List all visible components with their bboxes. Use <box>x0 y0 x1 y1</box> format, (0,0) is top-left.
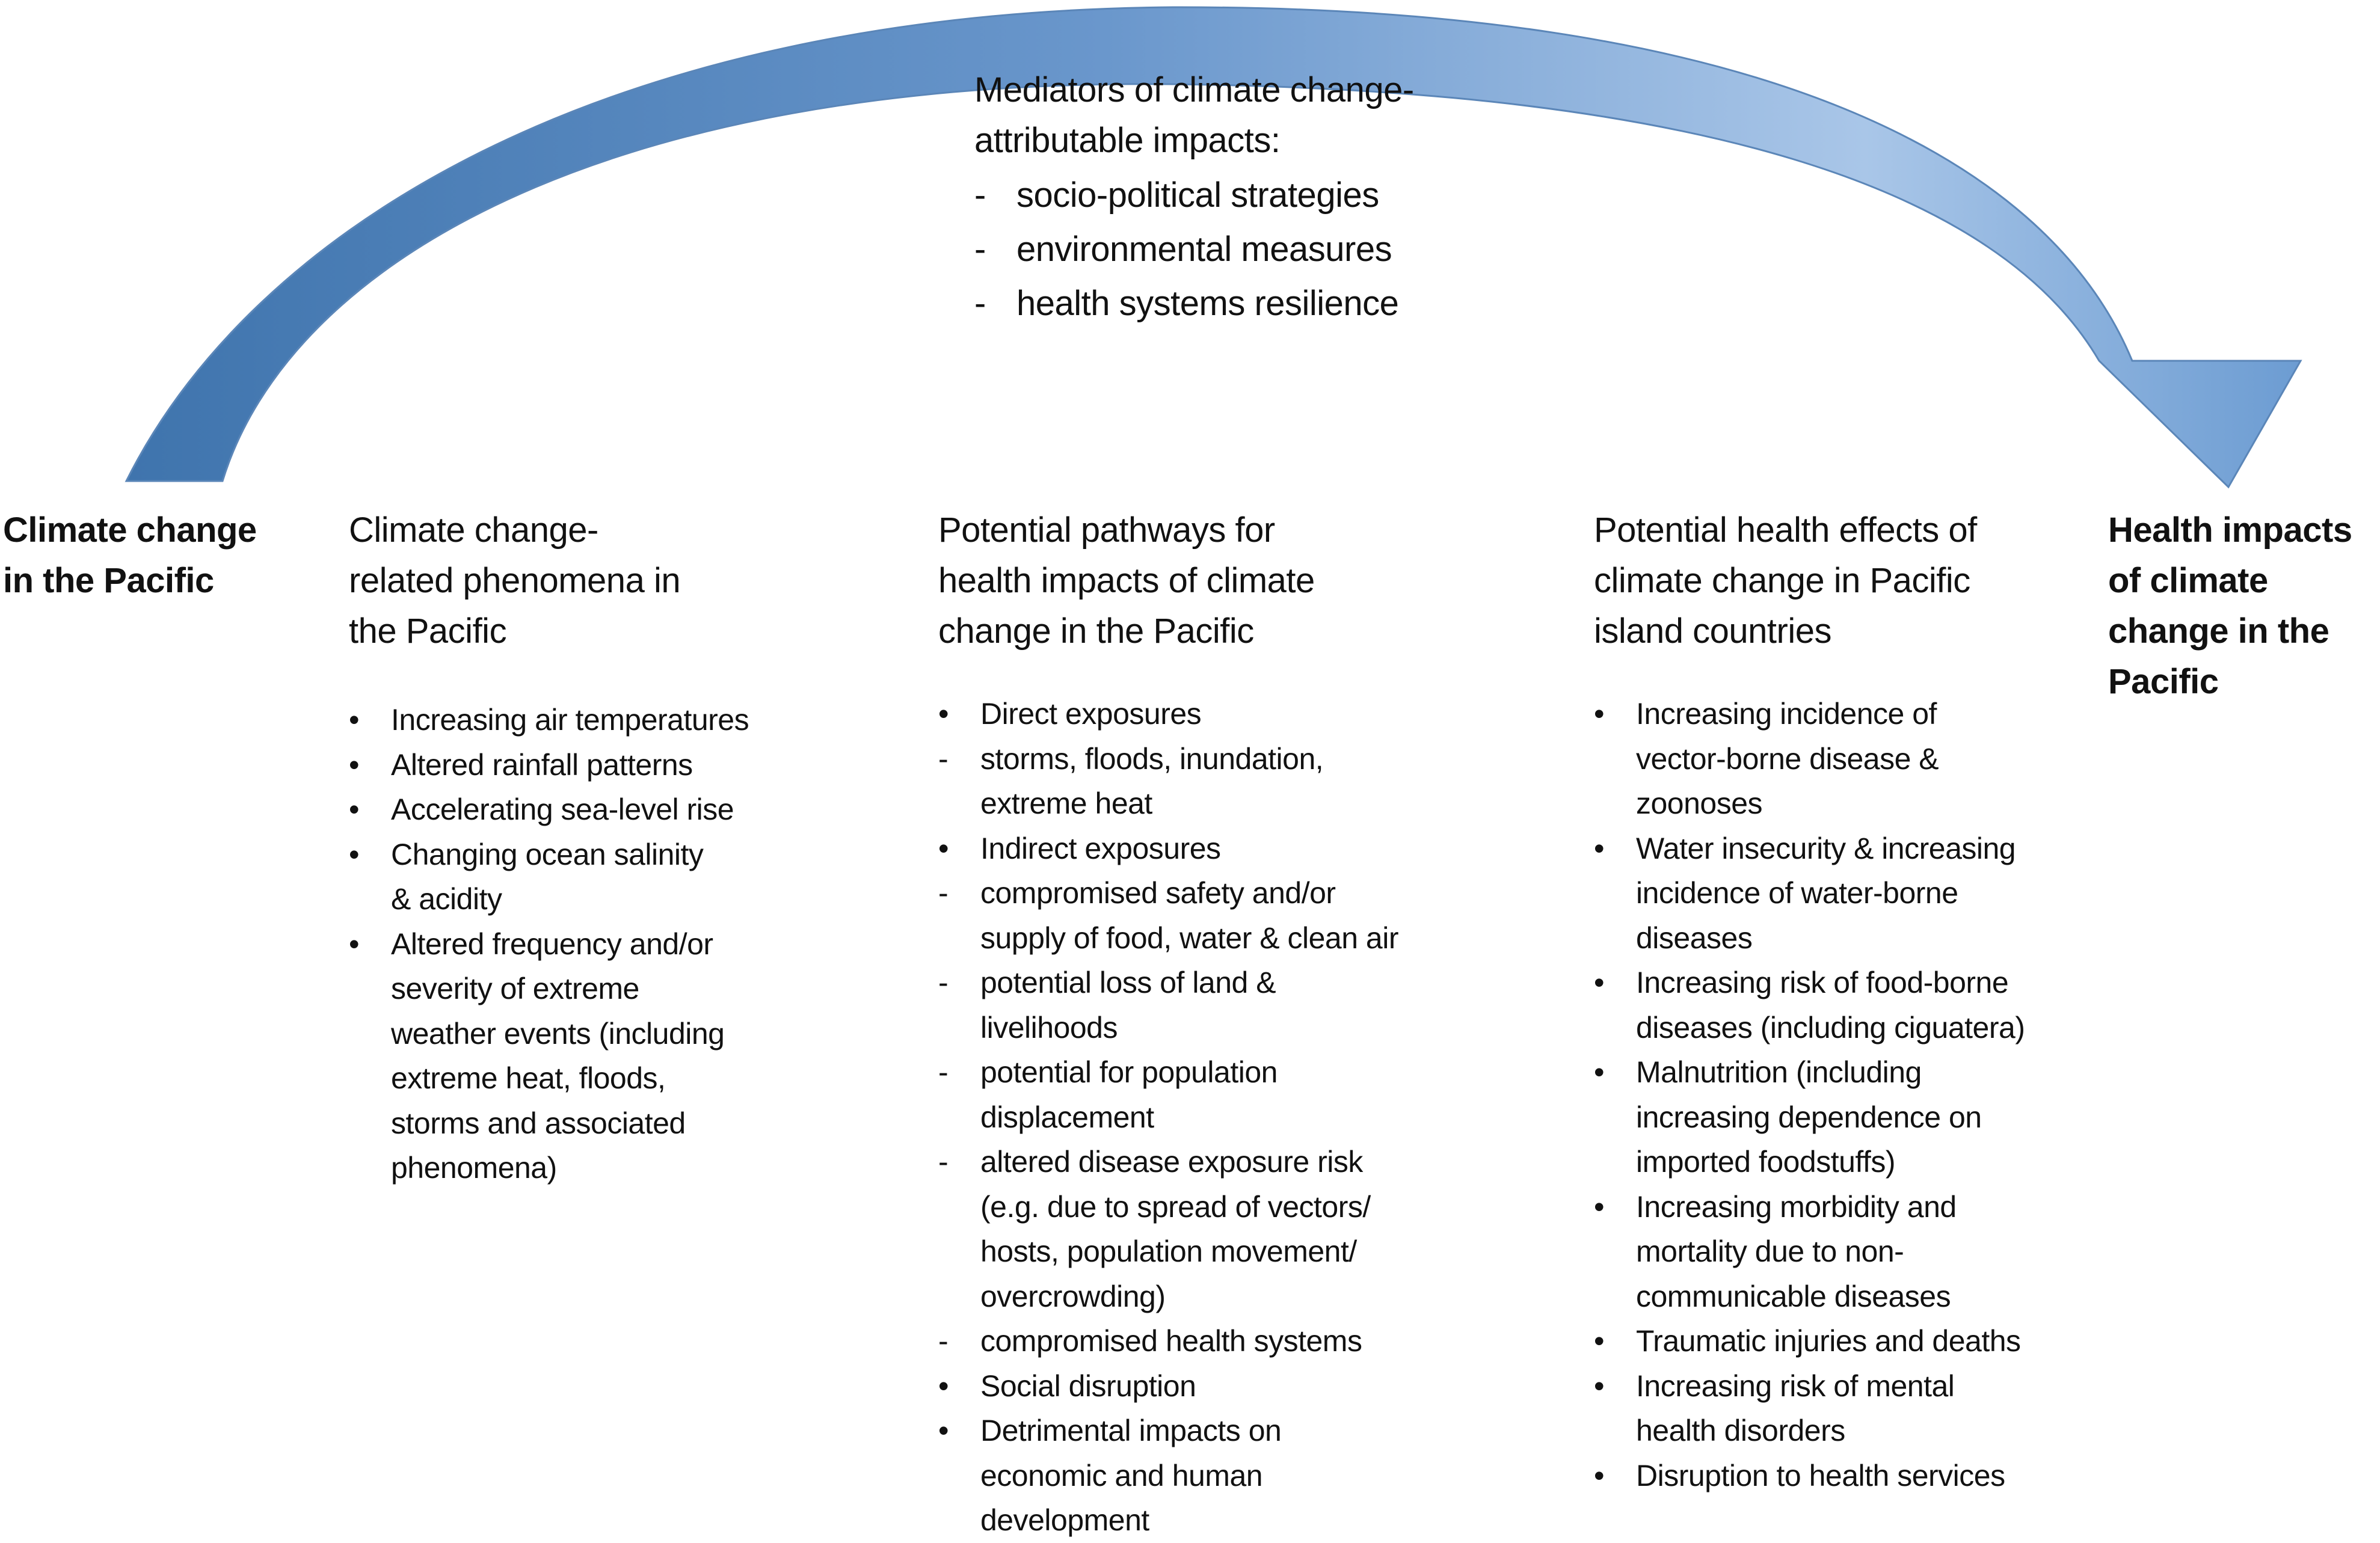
column-heading-health-effects: Potential health effects of climate chan… <box>1594 511 1977 651</box>
list-item: altered disease exposure risk (e.g. due … <box>938 1140 1389 1319</box>
mediator-item: socio-political strategies <box>974 168 1516 222</box>
list-item: Altered rainfall patterns <box>349 743 782 788</box>
list-item: Social disruption <box>938 1364 1419 1409</box>
column-heading-phenomena: Climate change-related phenomena in the … <box>349 511 681 651</box>
list-pathways: Direct exposures storms, floods, inundat… <box>938 692 1419 1543</box>
end-label: Health impacts of climate change in the … <box>2108 511 2352 701</box>
list-item: Increasing risk of food-borne diseases (… <box>1594 960 2057 1050</box>
mediator-item: environmental measures <box>974 222 1516 277</box>
list-item: Detrimental impacts on economic and huma… <box>938 1408 1317 1543</box>
list-item: Indirect exposures <box>938 826 1419 871</box>
list-health-effects: Increasing incidence of vector-borne dis… <box>1594 692 2039 1498</box>
start-label: Climate change in the Pacific <box>3 511 257 600</box>
mediator-item: health systems resilience <box>974 277 1516 331</box>
mediators-list: socio-political strategies environmental… <box>974 168 1516 331</box>
list-item: storms, floods, inundation, extreme heat <box>938 737 1353 826</box>
list-phenomena: Increasing air temperatures Altered rain… <box>349 698 782 1191</box>
list-item: Water insecurity & increasing incidence … <box>1594 826 2057 961</box>
list-item: compromised safety and/or supply of food… <box>938 871 1425 960</box>
list-item: Increasing air temperatures <box>349 698 782 743</box>
list-item: Increasing morbidity and mortality due t… <box>1594 1185 2021 1319</box>
mediators-title: Mediators of climate change-attributable… <box>974 70 1414 160</box>
list-item: Malnutrition (including increasing depen… <box>1594 1050 2033 1185</box>
list-item: Increasing risk of mental health disorde… <box>1594 1364 2009 1453</box>
list-item: Increasing incidence of vector-borne dis… <box>1594 692 1973 826</box>
list-item: potential loss of land & livelihoods <box>938 960 1341 1050</box>
list-item: Accelerating sea-level rise <box>349 787 782 832</box>
column-heading-pathways: Potential pathways for health impacts of… <box>938 511 1315 651</box>
list-item: Changing ocean salinity & acidity <box>349 832 716 922</box>
arrow-body <box>125 6 2302 489</box>
list-item: potential for population displacement <box>938 1050 1341 1140</box>
list-item: Altered frequency and/or severity of ext… <box>349 922 728 1191</box>
list-item: Direct exposures <box>938 692 1419 737</box>
list-item: Disruption to health services <box>1594 1453 2039 1499</box>
list-item: Traumatic injuries and deaths <box>1594 1319 2039 1364</box>
list-item: compromised health systems <box>938 1319 1419 1364</box>
